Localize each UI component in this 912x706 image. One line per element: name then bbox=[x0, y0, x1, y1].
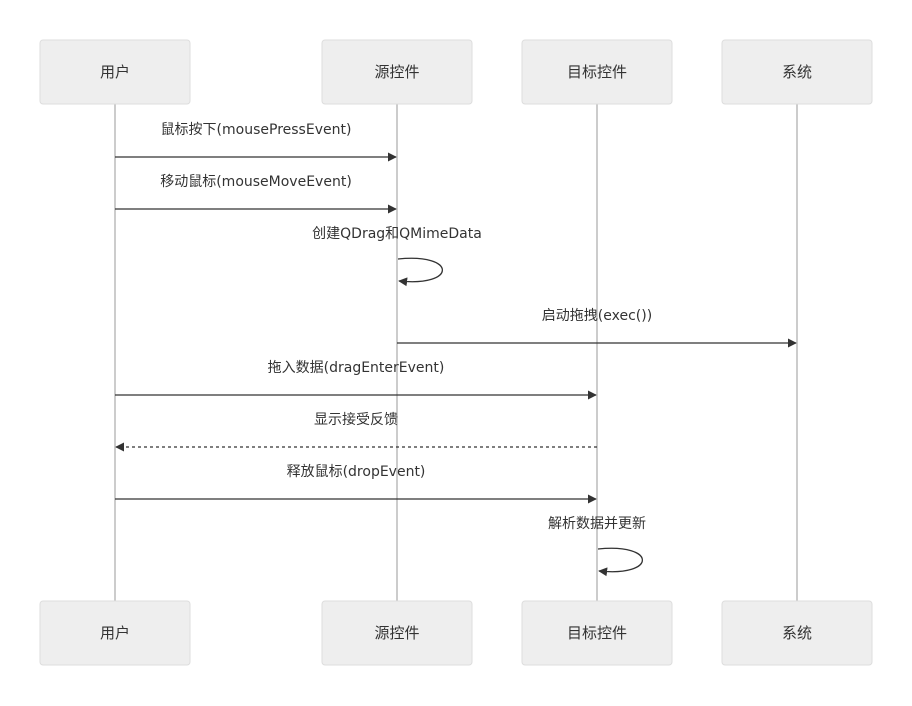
message-label: 拖入数据(dragEnterEvent) bbox=[268, 360, 445, 376]
actor-label: 源控件 bbox=[374, 624, 419, 642]
message-3: 创建QDrag和QMimeData bbox=[312, 226, 482, 287]
actor-label: 用户 bbox=[100, 63, 130, 81]
actor-label: 系统 bbox=[782, 624, 812, 642]
message-6: 显示接受反馈 bbox=[115, 411, 597, 452]
self-message-arrow bbox=[597, 547, 643, 577]
actor-label: 目标控件 bbox=[567, 624, 627, 642]
message-label: 启动拖拽(exec()) bbox=[542, 308, 652, 324]
message-4: 启动拖拽(exec()) bbox=[397, 308, 797, 348]
actor-target-top: 目标控件 bbox=[521, 39, 673, 105]
messages: 鼠标按下(mousePressEvent) 移动鼠标(mouseMoveEvent… bbox=[115, 122, 797, 577]
actor-system-bottom: 系统 bbox=[721, 600, 873, 666]
message-label: 创建QDrag和QMimeData bbox=[312, 226, 482, 242]
message-label: 鼠标按下(mousePressEvent) bbox=[161, 122, 352, 138]
message-7: 释放鼠标(dropEvent) bbox=[115, 464, 597, 504]
message-5: 拖入数据(dragEnterEvent) bbox=[115, 360, 597, 400]
actor-system-top: 系统 bbox=[721, 39, 873, 105]
message-2: 移动鼠标(mouseMoveEvent) bbox=[115, 174, 397, 214]
actor-box bbox=[521, 600, 673, 666]
actor-target-bottom: 目标控件 bbox=[521, 600, 673, 666]
actor-label: 目标控件 bbox=[567, 63, 627, 81]
actor-box bbox=[39, 600, 191, 666]
actor-user-top: 用户 bbox=[39, 39, 191, 105]
actor-label: 用户 bbox=[100, 624, 130, 642]
actor-label: 源控件 bbox=[374, 63, 419, 81]
actor-source-top: 源控件 bbox=[321, 39, 473, 105]
actor-box bbox=[321, 39, 473, 105]
message-1: 鼠标按下(mousePressEvent) bbox=[115, 122, 397, 162]
actor-box bbox=[721, 39, 873, 105]
message-8: 解析数据并更新 bbox=[548, 516, 646, 577]
message-label: 释放鼠标(dropEvent) bbox=[287, 464, 426, 480]
actor-box bbox=[721, 600, 873, 666]
actor-box bbox=[39, 39, 191, 105]
actor-box bbox=[521, 39, 673, 105]
lifelines bbox=[114, 104, 798, 601]
message-label: 移动鼠标(mouseMoveEvent) bbox=[160, 174, 352, 190]
message-label: 解析数据并更新 bbox=[548, 516, 646, 532]
self-message-arrow bbox=[397, 257, 443, 287]
actor-box bbox=[321, 600, 473, 666]
actor-label: 系统 bbox=[782, 63, 812, 81]
actor-source-bottom: 源控件 bbox=[321, 600, 473, 666]
message-label: 显示接受反馈 bbox=[314, 411, 398, 428]
actor-user-bottom: 用户 bbox=[39, 600, 191, 666]
